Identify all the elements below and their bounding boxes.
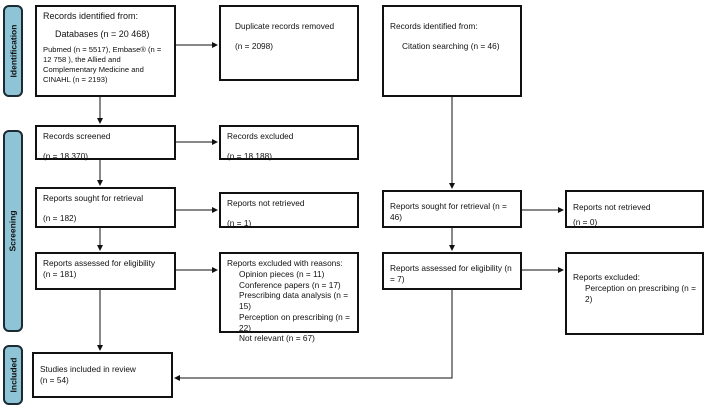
citation-not-retrieved-box: Reports not retrieved (n = 0) bbox=[565, 190, 704, 228]
phase-included: Included bbox=[3, 345, 23, 405]
databases-count: Databases (n = 20 468) bbox=[55, 28, 150, 39]
box-count: (n = 18 188) bbox=[227, 150, 272, 161]
box-title: Reports not retrieved bbox=[573, 202, 651, 212]
reports-sought-box: Reports sought for retrieval (n = 182) bbox=[35, 187, 176, 228]
box-title: Records excluded bbox=[227, 131, 294, 141]
box-title: Records identified from: bbox=[390, 21, 478, 31]
box-count: (n = 181) bbox=[43, 268, 77, 279]
duplicates-box: Duplicate records removed (n = 2098) bbox=[219, 5, 359, 81]
reason-item: Perception on prescribing (n = 22) bbox=[239, 311, 350, 333]
records-excluded-box: Records excluded (n = 18 188) bbox=[219, 125, 359, 161]
arrow bbox=[174, 290, 453, 381]
box-count: Citation searching (n = 46) bbox=[402, 40, 500, 51]
box-count: (n = 54) bbox=[40, 374, 69, 385]
box-count: (n = 1) bbox=[227, 217, 252, 228]
citation-reports-excluded-box: Reports excluded: Perception on prescrib… bbox=[565, 252, 704, 335]
box-title: Reports excluded with reasons: bbox=[227, 258, 343, 268]
box-title: Reports sought for retrieval (n = 46) bbox=[390, 201, 507, 222]
reason-item: Perception on prescribing (n = 2) bbox=[585, 282, 696, 304]
records-identified-box: Records identified from: Databases (n = … bbox=[35, 5, 176, 97]
box-title: Reports not retrieved bbox=[227, 198, 305, 208]
box-title: Reports assessed for eligibility bbox=[43, 258, 156, 268]
reports-assessed-box: Reports assessed for eligibility (n = 18… bbox=[35, 252, 176, 290]
phase-identification: Identification bbox=[3, 5, 23, 97]
records-screened-box: Records screened (n = 18 370) bbox=[35, 125, 176, 161]
citation-reports-assessed-box: Reports assessed for eligibility (n = 7) bbox=[382, 252, 522, 290]
box-count: (n = 2098) bbox=[235, 40, 274, 51]
studies-included-box: Studies included in review (n = 54) bbox=[32, 352, 173, 398]
reason-item: Conference papers (n = 17) bbox=[239, 279, 341, 290]
box-title: Reports sought for retrieval bbox=[43, 193, 144, 203]
citation-reports-sought-box: Reports sought for retrieval (n = 46) bbox=[382, 190, 522, 228]
box-title: Duplicate records removed bbox=[235, 21, 335, 31]
reason-item: Opinion pieces (n = 11) bbox=[239, 268, 325, 279]
reports-not-retrieved-box: Reports not retrieved (n = 1) bbox=[219, 192, 359, 228]
box-count: (n = 182) bbox=[43, 212, 77, 223]
phase-screening: Screening bbox=[3, 130, 23, 332]
box-title: Records identified from: bbox=[43, 11, 139, 21]
citation-box: Records identified from: Citation search… bbox=[382, 5, 522, 97]
box-count: (n = 18 370) bbox=[43, 150, 88, 161]
box-title: Studies included in review bbox=[40, 364, 136, 374]
box-title: Reports assessed for eligibility (n = 7) bbox=[390, 263, 512, 284]
reason-item: Not relevant (n = 67) bbox=[239, 333, 315, 344]
reports-excluded-reasons-box: Reports excluded with reasons: Opinion p… bbox=[219, 252, 359, 343]
databases-detail: Pubmed (n = 5517), Embase® (n = 12 758 )… bbox=[43, 45, 162, 84]
box-title: Reports excluded: bbox=[573, 272, 640, 282]
box-title: Records screened bbox=[43, 131, 111, 141]
reason-item: Prescribing data analysis (n = 15) bbox=[239, 290, 349, 312]
box-count: (n = 0) bbox=[573, 216, 598, 227]
